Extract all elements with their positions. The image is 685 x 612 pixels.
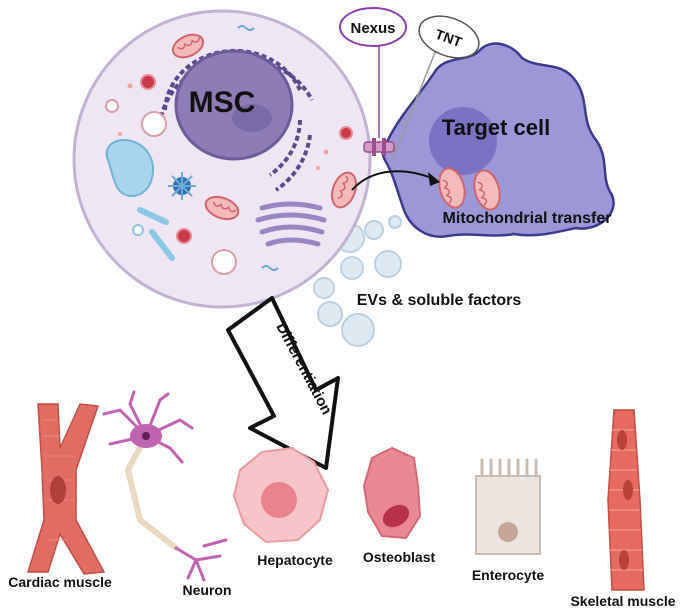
- nexus-label: Nexus: [350, 20, 395, 37]
- hepatocyte-label: Hepatocyte: [257, 552, 333, 568]
- cytoskeleton-rods: [137, 207, 175, 261]
- target-mitochondrion-2: [473, 169, 501, 211]
- vesicle: [340, 256, 364, 280]
- enterocyte-label: Enterocyte: [472, 567, 545, 583]
- hepatocyte-nucleus: [261, 482, 297, 518]
- vesicle: [364, 220, 384, 240]
- golgi-apparatus: [255, 201, 327, 247]
- cardiac-label: Cardiac muscle: [8, 574, 112, 590]
- osteoblast-cell: [362, 446, 422, 540]
- vesicle: [374, 250, 402, 278]
- skeletal-muscle-cell: [607, 409, 645, 591]
- mito-transfer-label: Mitochondrial transfer: [443, 210, 612, 227]
- hepatocyte-cell: [232, 446, 330, 544]
- neuron-label: Neuron: [183, 582, 232, 598]
- neuron-cell: [102, 390, 228, 582]
- msc-mitochondrion: [204, 195, 240, 221]
- centrosome-icon: [168, 172, 196, 200]
- msc-nucleus: [174, 49, 294, 161]
- target-cell-membrane: [381, 42, 615, 238]
- vesicle: [341, 313, 375, 347]
- vesicle: [313, 277, 335, 299]
- vesicle: [317, 301, 343, 327]
- vacuole: [105, 139, 155, 198]
- transfer-arrow: [351, 170, 433, 191]
- nexus-callout: Nexus: [339, 7, 407, 47]
- target-cell-label: Target cell: [442, 115, 550, 140]
- osteoblast-label: Osteoblast: [363, 549, 436, 565]
- msc-mitochondrion: [330, 171, 358, 209]
- target-mitochondrion-1: [438, 167, 466, 209]
- msc-cell: MSC: [72, 9, 372, 309]
- tnt-callout: TNT: [418, 15, 480, 59]
- gap-junction: [363, 138, 395, 156]
- evs-label: EVs & soluble factors: [357, 292, 522, 309]
- cardiac-nucleus: [50, 476, 66, 504]
- skeletal-label: Skeletal muscle: [570, 593, 675, 609]
- enterocyte-nucleus: [498, 522, 518, 542]
- transfer-arrowhead: [428, 172, 440, 186]
- enterocyte-cell: [475, 458, 541, 555]
- lysosomes: [140, 74, 353, 244]
- endosomes: [105, 99, 237, 275]
- osteoblast-nucleus: [382, 504, 410, 528]
- target-cell: Target cell: [381, 42, 615, 238]
- target-cell-nucleus: [429, 107, 497, 175]
- msc-mitochondrion: [171, 33, 205, 59]
- nucleolus: [232, 104, 272, 132]
- vesicle: [388, 215, 402, 229]
- cardiac-muscle-cell: [26, 403, 106, 575]
- tnt-pointer: [391, 49, 437, 161]
- msc-label: MSC: [189, 86, 256, 119]
- neuron-nucleus: [142, 432, 150, 440]
